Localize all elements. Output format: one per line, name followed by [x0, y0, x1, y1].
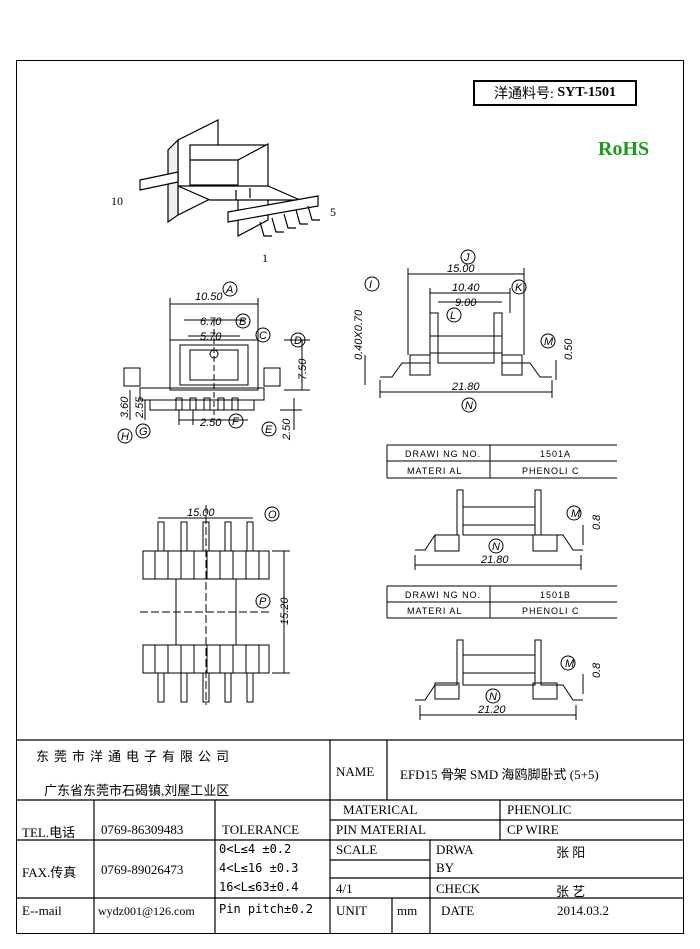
- tolerance-label: TOLERANCE: [222, 822, 300, 837]
- drawn-by-label-1: DRWA: [436, 842, 474, 857]
- dim-a: 10.50: [195, 291, 223, 303]
- label-a: A: [225, 284, 233, 296]
- variant-b-material: PHENOLI C: [522, 606, 580, 616]
- label-i: I: [369, 279, 372, 291]
- dim-o: 15.00: [187, 507, 215, 519]
- company-address: 广东省东莞市石碣镇,刘屋工业区: [44, 783, 230, 798]
- variant-a-material: PHENOLI C: [522, 466, 580, 476]
- dim-j: 15.00: [447, 263, 475, 275]
- label-n: N: [465, 400, 473, 412]
- dim-l: 9.00: [455, 297, 477, 309]
- tolerance-row-4: Pin pitch±0.2: [219, 902, 313, 916]
- materical-label: MATERICAL: [343, 802, 418, 817]
- dim-b: 6.70: [200, 316, 222, 328]
- isometric-view: [139, 119, 320, 237]
- fax-value: 0769-89026473: [101, 862, 184, 877]
- label-p: P: [259, 596, 267, 608]
- label-h: H: [121, 431, 129, 443]
- part-number-label: 洋通料号:: [493, 87, 554, 102]
- dim-p: 15.20: [279, 597, 291, 625]
- tel-label: TEL.电话: [22, 825, 76, 840]
- pin-material-label: PIN MATERIAL: [336, 822, 426, 837]
- label-g: G: [139, 426, 148, 438]
- variant-a-label-n: N: [492, 541, 501, 553]
- scale-label: SCALE: [336, 842, 378, 857]
- iso-pin-5: 5: [330, 205, 336, 219]
- front-view-dims: 10.50 6.70 5.70 2.50 7.50 3.60 2.55 2.50…: [117, 281, 309, 444]
- label-f: F: [232, 416, 240, 428]
- label-j: J: [463, 252, 470, 264]
- email-value: wydz001@126.com: [98, 904, 195, 918]
- label-o: O: [268, 509, 277, 521]
- tolerance-row-3: 16<L≤63±0.4: [219, 880, 299, 894]
- tolerance-row-2: 4<L≤16 ±0.3: [219, 861, 299, 875]
- part-number: SYT-1501: [557, 85, 616, 100]
- variant-b-drawing-no-label: DRAWI NG NO.: [405, 590, 481, 600]
- variant-a-label-m: M: [571, 508, 581, 520]
- drawn-by-label-2: BY: [436, 860, 455, 875]
- part-number-box: 洋通料号: SYT-1501: [473, 80, 637, 106]
- drawn-by-value: 张 阳: [556, 845, 586, 860]
- check-value: 张 艺: [556, 884, 586, 899]
- fax-label: FAX.传真: [22, 865, 77, 880]
- unit-label: UNIT: [336, 903, 368, 918]
- bottom-view-dims: 15.00 15.20 O P: [187, 506, 291, 625]
- dim-g: 2.55: [134, 396, 146, 419]
- variant-a-material-label: MATERI AL: [407, 466, 462, 476]
- dim-n: 21.80: [451, 381, 480, 393]
- label-e: E: [265, 424, 273, 436]
- label-m: M: [544, 336, 554, 348]
- bottom-view: [140, 505, 290, 705]
- materical-value: PHENOLIC: [507, 802, 572, 817]
- unit-value: mm: [397, 903, 418, 918]
- side-view-dims: 15.00 10.40 9.00 21.80 0.40X0.70 0.50 J …: [353, 249, 575, 413]
- variant-b: DRAWI NG NO. 1501B MATERI AL PHENOLI C M…: [386, 585, 617, 720]
- dim-i: 0.40X0.70: [353, 309, 365, 360]
- variant-a-drawing-no: 1501A: [540, 449, 571, 459]
- drawing-frame: [16, 60, 684, 934]
- variant-b-material-label: MATERI AL: [407, 606, 462, 616]
- variant-b-dim-m: 0.8: [591, 662, 603, 678]
- label-b: B: [239, 316, 246, 328]
- dim-f: 2.50: [199, 417, 222, 429]
- dim-c: 5.70: [200, 331, 222, 343]
- label-l: L: [450, 310, 456, 322]
- iso-pin-1: 1: [262, 251, 268, 265]
- label-k: K: [515, 282, 523, 294]
- variant-a-dim-m: 0.8: [591, 514, 603, 530]
- variant-a-drawing-no-label: DRAWI NG NO.: [405, 449, 481, 459]
- dim-d: 7.50: [297, 358, 309, 380]
- variant-a-dim-n: 21.80: [480, 554, 509, 566]
- front-view: [123, 298, 310, 430]
- side-view: [364, 268, 557, 398]
- name-value: EFD15 骨架 SMD 海鸥脚卧式 (5+5): [400, 767, 599, 782]
- date-label: DATE: [441, 903, 475, 918]
- rohs-mark: RoHS: [598, 138, 650, 160]
- variant-b-dim-n: 21.20: [477, 704, 506, 716]
- tolerance-row-1: 0<L≤4 ±0.2: [219, 842, 292, 856]
- dim-h: 3.60: [119, 396, 131, 418]
- name-label: NAME: [336, 764, 375, 779]
- variant-b-label-n: N: [489, 691, 498, 703]
- date-value: 2014.03.2: [557, 903, 609, 918]
- email-label: E--mail: [22, 903, 62, 918]
- tel-value: 0769-86309483: [101, 822, 184, 837]
- check-label: CHECK: [436, 881, 481, 896]
- dim-m: 0.50: [563, 338, 575, 360]
- label-c: C: [259, 330, 267, 342]
- variant-a: DRAWI NG NO. 1501A MATERI AL PHENOLI C M…: [386, 444, 617, 570]
- dim-k: 10.40: [452, 282, 480, 294]
- pin-material-value: CP WIRE: [507, 822, 559, 837]
- company-name: 东莞市洋通电子有限公司: [36, 749, 235, 764]
- variant-b-label-m: M: [565, 658, 575, 670]
- title-block-grid: [16, 739, 684, 934]
- label-d: D: [294, 335, 302, 347]
- variant-b-drawing-no: 1501B: [540, 590, 571, 600]
- dim-e: 2.50: [281, 418, 293, 441]
- iso-pin-10: 10: [111, 194, 123, 208]
- scale-value: 4/1: [336, 881, 353, 896]
